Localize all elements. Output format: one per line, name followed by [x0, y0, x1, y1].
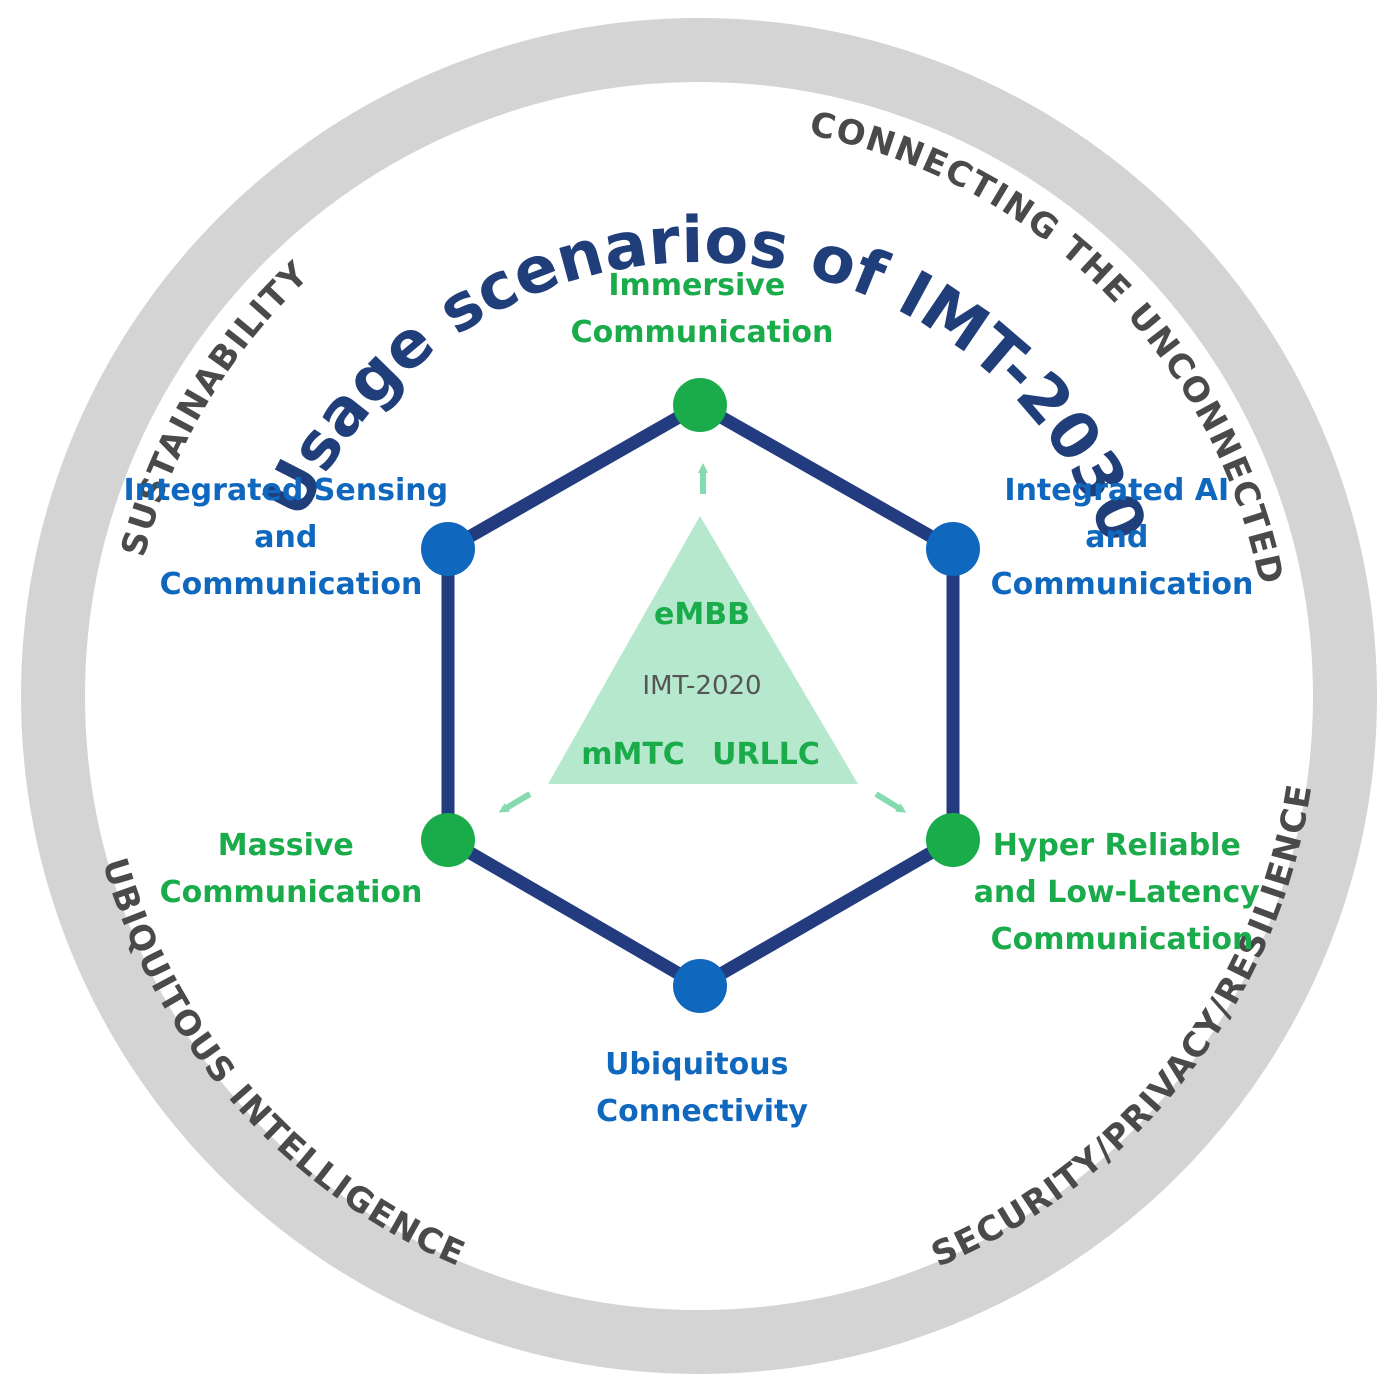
hexagon-edge-bottom-lower-left — [441, 833, 707, 993]
triangle-label-urllc: URLLC — [712, 737, 820, 772]
label-massive-communication: Massive Communication — [160, 828, 423, 910]
hexagon — [441, 398, 960, 993]
node-immersive-communication — [673, 378, 727, 432]
node-ubiquitous-connectivity — [673, 959, 727, 1013]
hexagon-edge-top-upper-right — [693, 398, 960, 556]
label-ubiquitous-connectivity: Ubiquitous Connectivity — [596, 1047, 808, 1129]
node-integrated-sensing-and-communication — [421, 522, 475, 576]
triangle-label-embb: eMBB — [654, 597, 750, 632]
node-massive-communication — [421, 813, 475, 867]
triangle-label-imt-2020: IMT-2020 — [642, 671, 761, 701]
triangle-label-mmtc: mMTC — [581, 737, 685, 772]
hexagon-edge-upper-left-top — [441, 398, 707, 556]
node-hyper-reliable-low-latency — [926, 813, 980, 867]
arrow-to-massive — [498, 791, 532, 813]
label-immersive-communication: Immersive Communication — [571, 268, 834, 350]
label-integrated-ai-and-communication: Integrated AI and Communication — [991, 473, 1254, 602]
label-integrated-sensing-and-communication: Integrated Sensing and Communication — [123, 473, 458, 602]
arrow-to-hyper-reliable — [874, 791, 907, 813]
label-hyper-reliable-low-latency: Hyper Reliable and Low-Latency Communica… — [974, 828, 1271, 957]
hexagon-edge-lower-right-bottom — [693, 833, 960, 993]
imt-2020-triangle — [548, 516, 858, 784]
outer-ring — [21, 18, 1377, 1374]
node-integrated-ai-and-communication — [926, 522, 980, 576]
